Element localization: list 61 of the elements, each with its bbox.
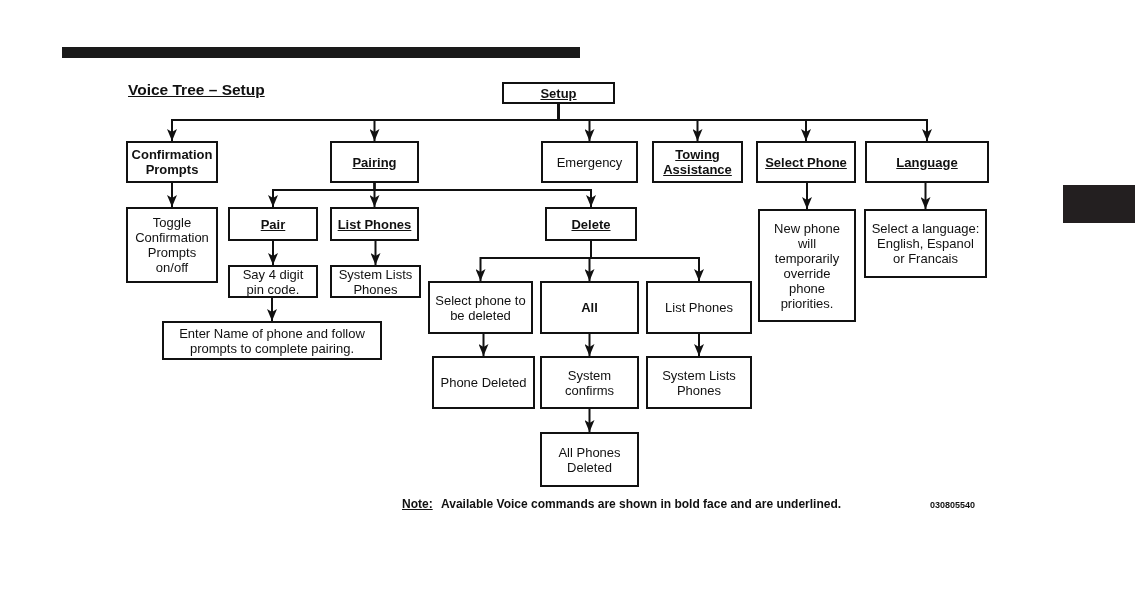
command-box [330, 141, 419, 183]
message-box [428, 281, 533, 334]
arrow [584, 333, 595, 357]
box-label: Towing Assistance [662, 147, 733, 177]
command-box [228, 207, 318, 241]
box-label: All [581, 300, 598, 315]
box-label: Language [896, 154, 958, 170]
box-label: Phone Deleted [440, 375, 527, 390]
message-box [162, 321, 382, 360]
arrow [478, 333, 489, 357]
arrow [167, 182, 177, 208]
arrow [584, 408, 595, 433]
box-label: Say 4 digit pin code. [241, 266, 305, 297]
command-box [502, 82, 615, 104]
command-box [652, 141, 743, 183]
note-heading: Note: [402, 497, 433, 511]
message-box [540, 432, 639, 487]
command-box [545, 207, 637, 241]
arrow [694, 333, 704, 357]
message-box [646, 281, 752, 334]
box-label: Enter Name of phone and follow prompts to complete pairing. [178, 325, 366, 356]
command-box [865, 141, 989, 183]
box-label: New phone will temporarily override phone priorities. [773, 220, 841, 311]
message-box [330, 265, 421, 298]
arrow [373, 182, 596, 208]
note-text: Available Voice commands are shown in bold face and are underlined. [441, 497, 842, 511]
box-label: Select Phone [765, 154, 847, 170]
box-label: Select a language: English, Espanol or Francais [871, 221, 980, 266]
message-box [228, 265, 318, 298]
figure-code: 030805540 [930, 500, 976, 510]
box-label: System Lists Phones [337, 266, 414, 297]
box-label: Setup [540, 85, 577, 101]
box-label: Select phone to be deleted [435, 292, 526, 323]
box-label: System Lists Phones [661, 367, 737, 398]
message-box [758, 209, 856, 322]
box-label: Toggle Confirmation Prompts on/off [134, 215, 210, 275]
message-box [864, 209, 987, 278]
diagram-title: Voice Tree – Setup [128, 81, 265, 99]
message-box [432, 356, 535, 409]
message-box [646, 356, 752, 409]
box-label: Confirmation Prompts [131, 147, 213, 177]
box-label: All Phones Deleted [557, 444, 622, 475]
box-label: List Phones [665, 300, 733, 315]
arrow [267, 297, 277, 322]
command-box [540, 281, 639, 334]
message-box [540, 356, 639, 409]
arrow [370, 240, 381, 266]
arrow [802, 182, 812, 210]
command-box [126, 141, 218, 183]
message-box [541, 141, 638, 183]
box-label: List Phones [337, 216, 412, 232]
message-box [126, 207, 218, 283]
command-box [756, 141, 856, 183]
box-label: Pair [260, 216, 286, 232]
box-label: System confirms [563, 367, 616, 398]
arrow [268, 240, 278, 266]
box-label: Pairing [352, 154, 397, 170]
command-box [330, 207, 419, 241]
box-label: Emergency [556, 154, 623, 170]
arrow [920, 182, 931, 210]
box-label: Delete [571, 216, 611, 232]
